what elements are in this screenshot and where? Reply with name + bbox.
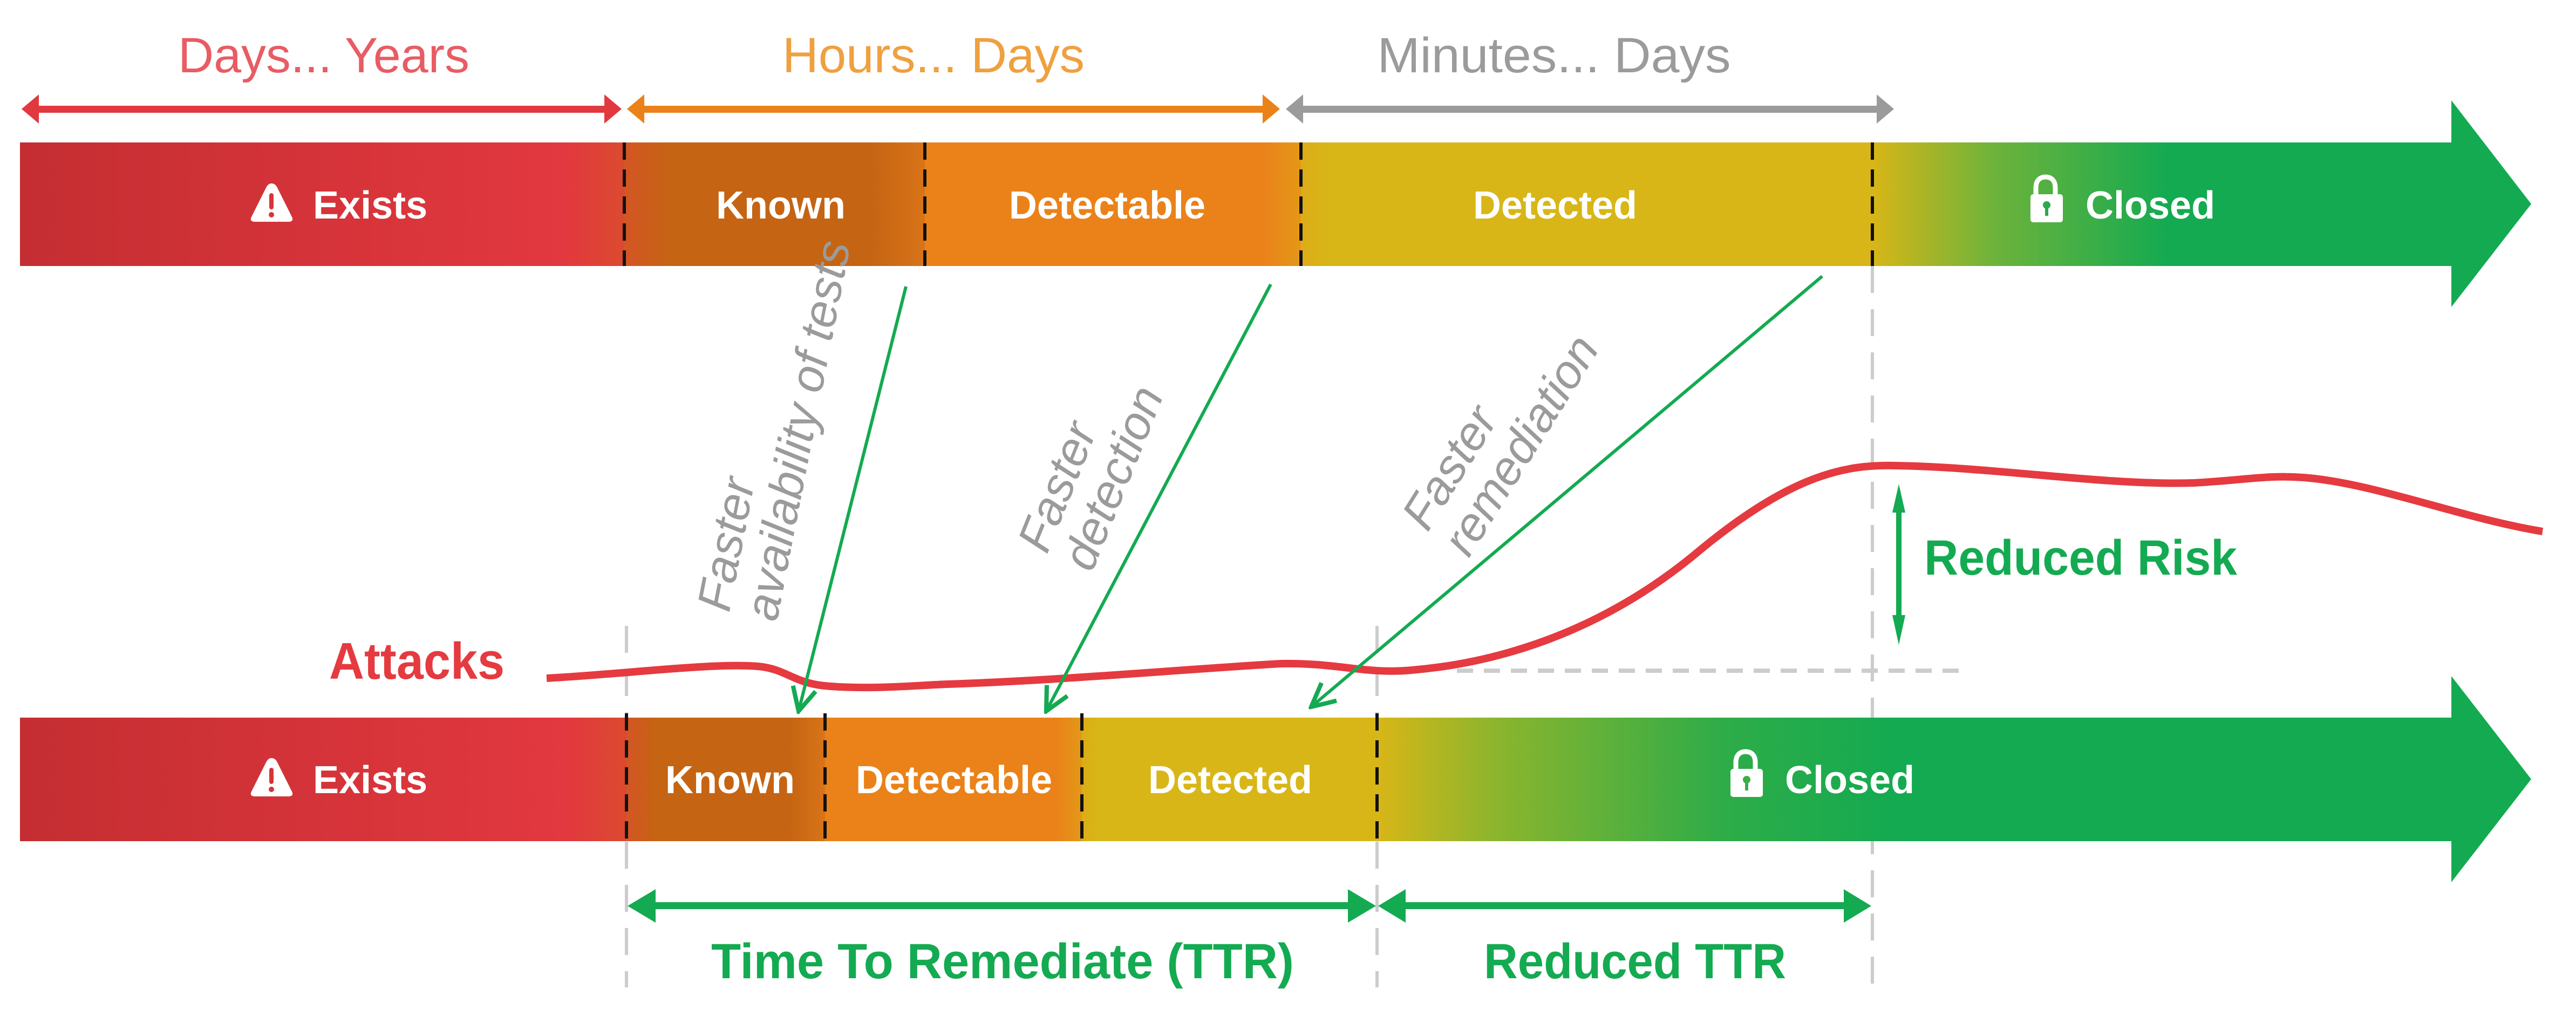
reduced-risk-label: Reduced Risk <box>1924 530 2238 585</box>
range-hours-days: Hours... Days <box>627 28 1280 124</box>
attacks-curve: Attacks <box>329 461 2544 692</box>
top-timeline-bar: Exists Known Detectable Detected Closed <box>20 100 2531 307</box>
double-arrow-icon <box>627 94 1280 124</box>
range-label-hours-days: Hours... Days <box>782 28 1085 83</box>
bottom-segment-exists: Exists <box>250 758 427 802</box>
double-arrow-icon <box>1286 94 1894 124</box>
vertical-double-arrow-icon <box>1892 484 1905 645</box>
arrow-icon <box>1311 275 1823 707</box>
segment-label: Exists <box>313 184 427 227</box>
annotation-faster-remediation: Faster remediation <box>1311 275 1823 707</box>
segment-label: Closed <box>2086 184 2215 227</box>
bottom-segment-detected: Detected <box>1148 759 1312 802</box>
double-arrow-icon <box>628 889 1376 923</box>
warning-icon <box>250 183 293 222</box>
range-minutes-days: Minutes... Days <box>1286 28 1894 124</box>
annotation-faster-tests: Faster availability of tests <box>687 236 908 711</box>
bottom-segment-known: Known <box>665 759 795 802</box>
segment-label: Exists <box>313 759 427 802</box>
bottom-segment-closed: Closed <box>1730 749 1914 802</box>
warning-icon <box>250 758 293 796</box>
double-arrow-icon <box>22 94 622 124</box>
range-label-days-years: Days... Years <box>178 28 469 83</box>
reduced-ttr-label: Reduced TTR <box>1484 934 1786 989</box>
top-segment-exists: Exists <box>250 183 427 227</box>
top-segment-detectable: Detectable <box>1009 184 1205 227</box>
lock-icon <box>2030 174 2063 222</box>
ttr-label: Time To Remediate (TTR) <box>711 934 1294 989</box>
reduced-risk: Reduced Risk <box>1892 484 2238 645</box>
reduced-ttr-span: Reduced TTR <box>1378 889 1871 989</box>
double-arrow-icon <box>1378 889 1871 923</box>
bottom-timeline-bar: Exists Known Detectable Detected Closed <box>20 676 2531 882</box>
ttr-span: Time To Remediate (TTR) <box>628 889 1376 989</box>
segment-label: Closed <box>1785 759 1914 802</box>
top-segment-detected: Detected <box>1473 184 1637 227</box>
range-label-minutes-days: Minutes... Days <box>1378 28 1731 83</box>
attacks-label: Attacks <box>329 632 505 690</box>
annotation-faster-detection: Faster detection <box>1007 283 1272 711</box>
arrow-icon <box>1046 283 1272 711</box>
lock-icon <box>1730 749 1763 797</box>
bottom-segment-detectable: Detectable <box>856 759 1052 802</box>
range-days-years: Days... Years <box>22 28 622 124</box>
top-segment-closed: Closed <box>2030 174 2215 227</box>
annotation-line2: availability of tests <box>734 236 860 625</box>
arrow-icon <box>799 286 908 711</box>
top-segment-known: Known <box>716 184 846 227</box>
